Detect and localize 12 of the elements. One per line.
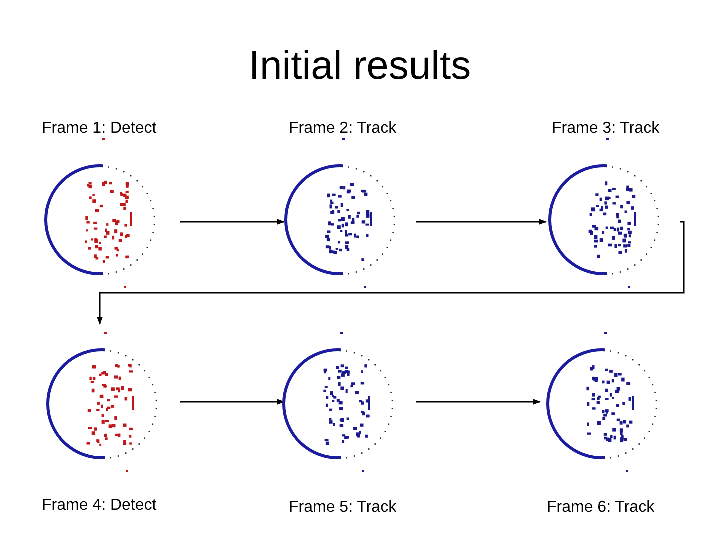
frame-label: Frame 1: Detect — [42, 119, 157, 139]
frame-label: Frame 5: Track — [289, 498, 397, 518]
arrow — [180, 219, 285, 225]
arrow — [97, 221, 685, 325]
arrow — [180, 399, 285, 405]
frame-label: Frame 2: Track — [289, 119, 397, 139]
title: Initial results — [248, 43, 472, 90]
frame-label: Frame 3: Track — [552, 119, 660, 139]
frame-label: Frame 4: Detect — [42, 496, 157, 516]
arrow — [416, 219, 547, 225]
frame-label: Frame 6: Track — [547, 498, 655, 518]
arrow — [416, 399, 541, 405]
